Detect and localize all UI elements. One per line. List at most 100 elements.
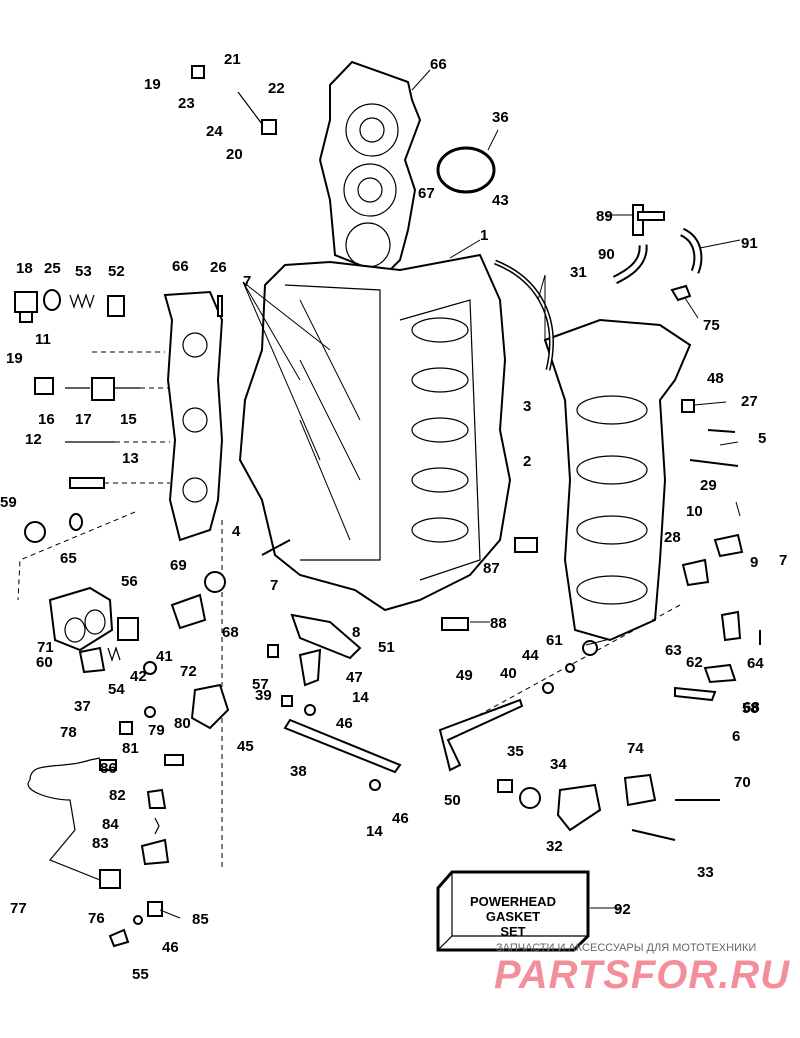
gasket-line-2: GASKET [485,909,541,924]
callout-label: 68 [222,624,239,641]
callout-label: 5 [758,430,766,447]
callout-label: 33 [697,864,714,881]
callout-label: 91 [741,235,758,252]
callout-label: 46 [336,715,353,732]
callout-label: 1 [480,227,488,244]
callout-leaders [159,69,741,919]
callout-label: 6 [732,728,740,745]
callout-label: 83 [92,835,109,852]
callout-label: 45 [237,738,254,755]
callout-label: 25 [44,260,61,277]
callout-label: 19 [6,350,23,367]
callout-label: 56 [121,573,138,590]
callout-label: 39 [255,687,272,704]
callout-label: 55 [132,966,149,983]
callout-label: 7 [243,273,251,290]
cylinder-block [238,253,512,612]
callout-label: 82 [109,787,126,804]
callout-label: 48 [707,370,724,387]
callout-label: 35 [507,743,524,760]
callout-label: 79 [148,722,165,739]
callout-label: 61 [546,632,563,649]
callout-label: 72 [180,663,197,680]
callout-label: 29 [700,477,717,494]
callout-label: 21 [224,51,241,68]
callout-label: 64 [747,655,764,672]
callout-label: 38 [290,763,307,780]
o-ring [436,146,496,194]
small-parts-top-left [14,65,277,543]
callout-label: 37 [74,698,91,715]
callout-label: 90 [598,246,615,263]
callout-label: 88 [490,615,507,632]
callout-label: 24 [206,123,223,140]
callout-label: 10 [686,503,703,520]
callout-label: 51 [378,639,395,656]
watermark-logo: PARTSFOR.RU [494,953,790,996]
svg-text:PARTSFOR.RU: PARTSFOR.RU [494,953,790,996]
crankcase-cover [543,318,692,642]
callout-label: 66 [172,258,189,275]
callout-label: 9 [750,554,758,571]
callout-label: 69 [170,557,187,574]
gasket-line-1: POWERHEAD [470,894,556,909]
callout-label: 26 [210,259,227,276]
callout-label: 59 [0,494,17,511]
callout-label: 7 [270,577,278,594]
callout-label: 44 [522,647,539,664]
callout-label: 87 [483,560,500,577]
lower-left-assembly [27,586,230,948]
callout-label: 28 [664,529,681,546]
callout-label: 50 [444,792,461,809]
callout-label: 13 [122,450,139,467]
callout-label: 16 [38,411,55,428]
callout-label: 43 [492,192,509,209]
callout-label: 23 [178,95,195,112]
callout-label: 49 [456,667,473,684]
callout-label: 78 [60,724,77,741]
callout-label: 89 [596,208,613,225]
callout-label: 85 [192,911,209,928]
exhaust-cover [163,290,224,542]
callout-label: 18 [16,260,33,277]
callout-label: 14 [366,823,383,840]
callout-label: 34 [550,756,567,773]
callout-label: 22 [268,80,285,97]
callout-label: 77 [10,900,27,917]
callout-label: 86 [100,760,117,777]
callout-label: 15 [120,411,137,428]
callout-label: 32 [546,838,563,855]
callout-label: 71 [37,639,54,656]
callout-label: 52 [108,263,125,280]
callout-label: 47 [346,669,363,686]
callout-label: 76 [88,910,105,927]
callout-label: 70 [734,774,751,791]
callout-label: 63 [665,642,682,659]
gasket-line-3: SET [500,924,526,939]
callout-label: 42 [130,668,147,685]
linkage-parts [170,399,761,841]
callout-label: 7 [779,552,787,569]
callout-label: 92 [614,901,631,918]
callout-label: 46 [392,810,409,827]
watermark-caption: ЗАПЧАСТИ И АКСЕССУАРЫ ДЛЯ МОТОТЕХНИКИ [496,942,757,954]
callout-label: 65 [60,550,77,567]
callout-label: 41 [156,648,173,665]
callout-label: 62 [686,654,703,671]
callout-label: 67 [418,185,435,202]
head-gasket [318,60,422,277]
callout-label: 58 [742,700,759,717]
callout-label: 53 [75,263,92,280]
callout-label: 40 [500,665,517,682]
callout-label: 31 [570,264,587,281]
callout-label: 20 [226,146,243,163]
callout-label: 8 [352,624,360,641]
callout-label: 75 [703,317,720,334]
callout-label: 80 [174,715,191,732]
callout-label: 68 [743,699,760,716]
callout-label: 84 [102,816,119,833]
callout-label: 66 [430,56,447,73]
callout-label: 60 [36,654,53,671]
callout-label: 12 [25,431,42,448]
